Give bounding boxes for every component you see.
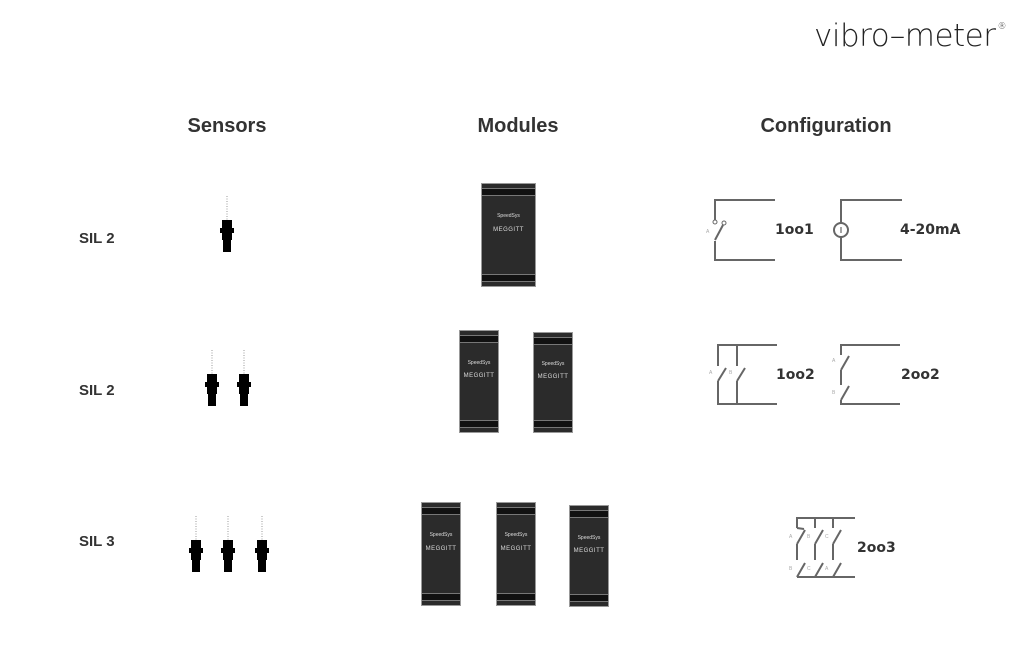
svg-text:B: B — [729, 370, 733, 376]
sensor-icon — [219, 196, 235, 252]
module-maker: MEGGITT — [500, 546, 532, 552]
2oo2-diagram — [840, 344, 900, 405]
configuration-heading: Configuration — [760, 115, 892, 137]
4-20ma-diagram — [833, 199, 902, 261]
config-4-20ma-label: 4-20mA — [900, 222, 961, 238]
row3-sil-level: SIL 3 — [79, 533, 115, 550]
module-maker: MEGGITT — [573, 548, 605, 554]
row1-sil-level: SIL 2 — [79, 230, 115, 247]
2oo3-diagram — [796, 517, 855, 578]
svg-text:B: B — [807, 534, 811, 540]
sensor-icon — [254, 516, 270, 572]
module-maker: MEGGITT — [493, 227, 524, 233]
module-maker: MEGGITT — [537, 374, 569, 380]
module-maker: MEGGITT — [463, 373, 495, 379]
registered-mark: ® — [997, 22, 1006, 32]
svg-text:A: A — [789, 534, 793, 540]
module-brand: SpeedSys — [497, 213, 520, 219]
row2-sil-level: SIL 2 — [79, 382, 115, 399]
sensor-icon — [220, 516, 236, 572]
svg-text:A: A — [832, 358, 836, 364]
switch-label-a: A — [706, 229, 710, 235]
logo-text: vibro–meter — [814, 18, 996, 54]
module-brand: SpeedSys — [504, 532, 528, 538]
svg-text:C: C — [807, 566, 811, 572]
config-2oo2-label: 2oo2 — [901, 367, 940, 383]
sensor-icon — [188, 516, 204, 572]
1oo1-diagram — [712, 199, 775, 261]
svg-text:B: B — [832, 390, 836, 396]
sensor-icon — [204, 350, 220, 406]
svg-text:B: B — [789, 566, 793, 572]
sensor-icon — [236, 350, 252, 406]
config-2oo3-label: 2oo3 — [857, 540, 896, 556]
module-brand: SpeedSys — [577, 535, 601, 541]
svg-text:A: A — [825, 566, 829, 572]
module-maker: MEGGITT — [425, 546, 457, 552]
config-1oo1-label: 1oo1 — [775, 222, 814, 238]
vibro-meter-logo: vibro–meter® — [814, 18, 1006, 54]
module-brand: SpeedSys — [429, 532, 453, 538]
svg-text:C: C — [825, 534, 829, 540]
svg-text:A: A — [709, 370, 713, 376]
module-brand: SpeedSys — [467, 360, 491, 366]
sensors-heading: Sensors — [187, 115, 267, 137]
modules-heading: Modules — [477, 115, 559, 137]
1oo2-diagram — [717, 344, 777, 405]
module-brand: SpeedSys — [541, 361, 565, 367]
config-1oo2-label: 1oo2 — [776, 367, 815, 383]
